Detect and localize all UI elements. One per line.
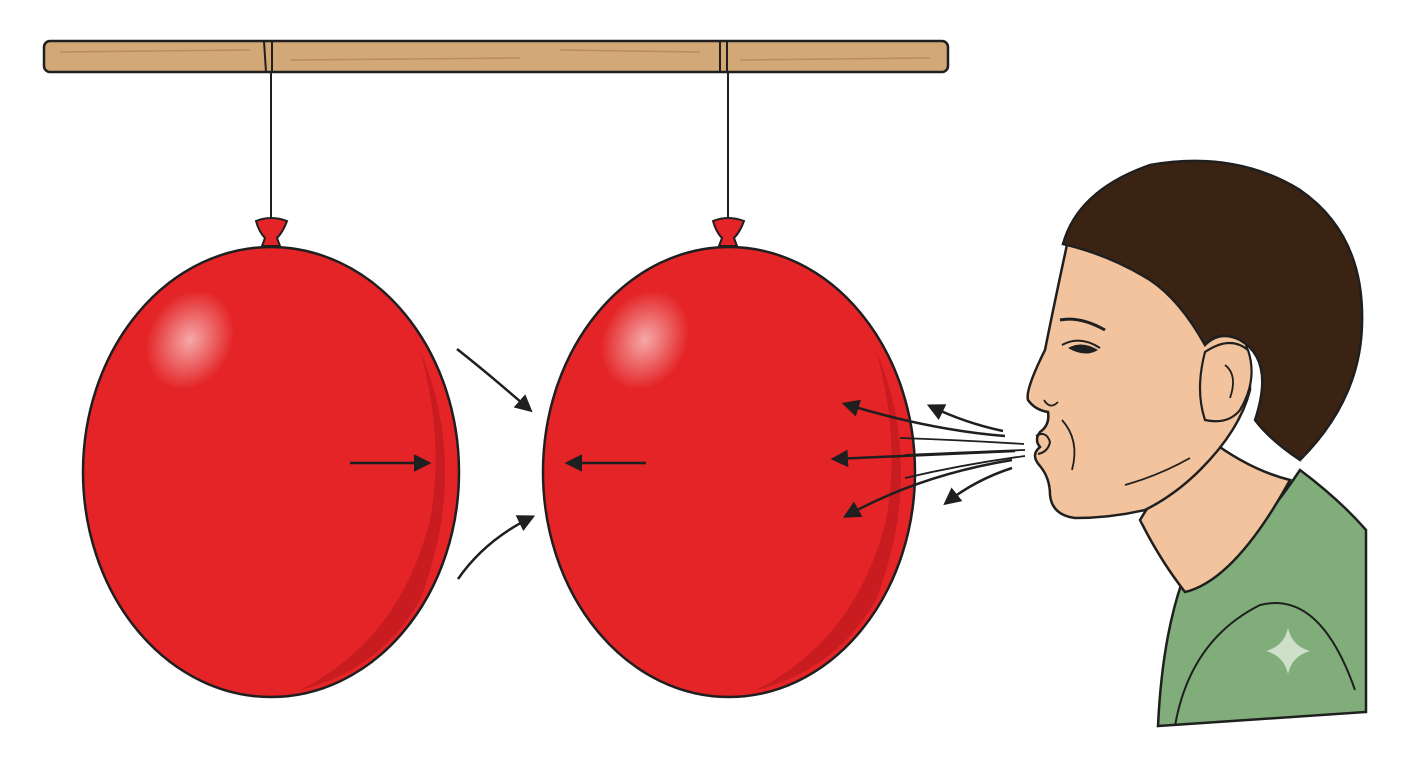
- rod-grain: [59, 49, 931, 61]
- cheek-line: [1061, 419, 1076, 471]
- gap-inflow-arrow-bottom: [456, 515, 536, 580]
- jaw-line: [1124, 457, 1191, 486]
- blow-arrow-upper: [841, 399, 1006, 438]
- breath-line: [904, 455, 1026, 479]
- eyebrow: [1059, 317, 1106, 332]
- gap-inflow-arrow-top: [456, 348, 533, 413]
- right-balloon: [541, 217, 917, 699]
- ear: [1198, 341, 1253, 423]
- left-balloon-knot: [254, 217, 289, 247]
- eyelid: [1061, 339, 1101, 349]
- blow-arrow-lower: [842, 458, 1013, 518]
- eye: [1068, 344, 1098, 354]
- right-balloon-highlight: [600, 290, 690, 390]
- breath-line: [899, 437, 1025, 445]
- hair: [1061, 159, 1364, 462]
- blow-arrow-small-upper: [926, 404, 1004, 433]
- puffed-lips: [1035, 433, 1052, 455]
- right-balloon-shade: [756, 350, 901, 690]
- sparkle-icon: [1266, 628, 1310, 674]
- right-balloon-knot: [711, 217, 746, 247]
- right-balloon-body: [541, 245, 917, 699]
- shirt-fold: [1174, 602, 1356, 727]
- nostril: [1043, 399, 1059, 407]
- wooden-rod: [42, 39, 950, 74]
- blow-arrow-small-lower: [943, 466, 1013, 506]
- breath-lines: [899, 437, 1026, 479]
- left-balloon-body: [81, 245, 461, 699]
- left-balloon-highlight: [145, 290, 235, 390]
- ear-inner: [1224, 364, 1234, 399]
- rod-knot-right: [719, 41, 728, 72]
- breath-line: [904, 449, 1026, 456]
- rod-knot-left: [263, 40, 273, 73]
- left-balloon: [81, 217, 461, 699]
- rod-body: [42, 39, 950, 74]
- left-balloon-shade: [300, 350, 445, 690]
- person: [1026, 159, 1368, 728]
